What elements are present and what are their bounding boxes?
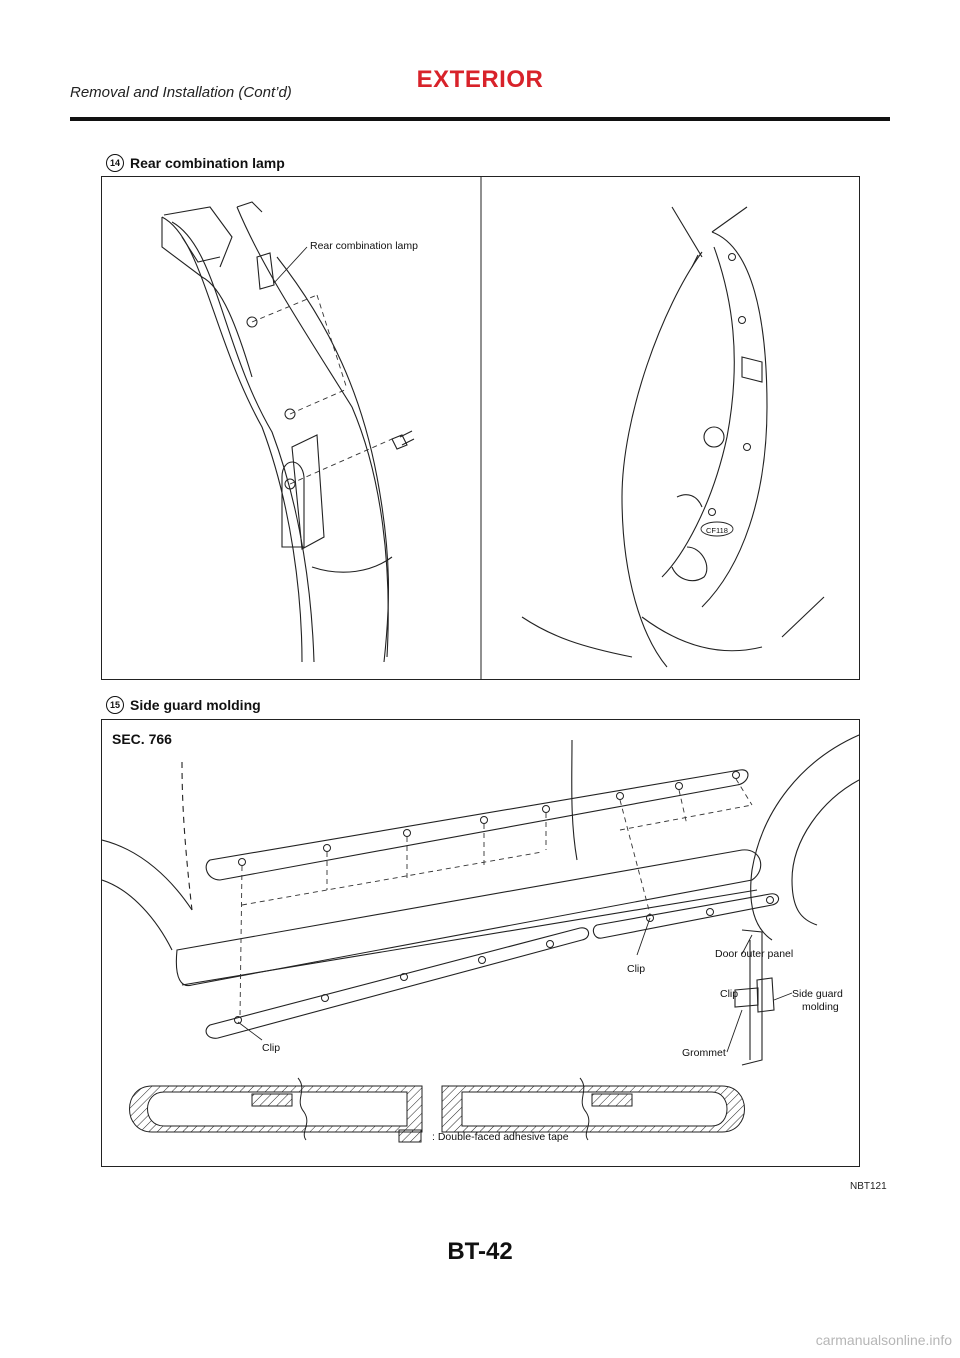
- front-wheel-arch: [102, 839, 193, 911]
- label-side-guard-1: Side guard: [792, 988, 843, 1000]
- leader-clip-lower: [237, 1021, 263, 1041]
- lamp-lens-edge: [276, 256, 390, 663]
- bulb-socket: [703, 426, 725, 448]
- step-number-badge: 14: [106, 154, 124, 172]
- lamp-socket: [741, 356, 763, 383]
- legend-swatch: [398, 1129, 422, 1143]
- bolt-hole-1: [246, 316, 258, 328]
- section-heading-rear-lamp: 14 Rear combination lamp: [106, 154, 285, 172]
- upper-bracket: [163, 206, 233, 268]
- lower-molding-rear: [592, 893, 780, 939]
- tape-section-rear: [441, 1077, 745, 1141]
- section-detail: [741, 929, 763, 1066]
- bolt-hole-3: [284, 478, 296, 490]
- upper-molding: [205, 769, 749, 881]
- rear-wheel-arch: [750, 734, 859, 941]
- grommet-detail: [756, 977, 775, 1013]
- lamp-tab: [291, 434, 325, 550]
- lamp-mount: [281, 461, 305, 548]
- leader-lamp: [273, 246, 308, 284]
- bolt-hole-2: [284, 408, 296, 420]
- section-code: SEC. 766: [112, 731, 172, 747]
- header-rule: [70, 117, 890, 121]
- label-grommet: Grommet: [682, 1047, 726, 1059]
- lamp-lower-lens: [671, 546, 708, 582]
- label-rear-combination-lamp: Rear combination lamp: [310, 240, 418, 252]
- guide-lines: [251, 294, 393, 485]
- leader-clip-upper: [636, 917, 651, 956]
- bolt: [391, 430, 415, 450]
- legend-adhesive-tape: : Double-faced adhesive tape: [432, 1131, 569, 1143]
- pillar-outer: [161, 216, 303, 663]
- vehicle-body: [102, 734, 859, 1066]
- figure-rear-combination-lamp: Rear combination lamp CF118: [101, 176, 860, 680]
- lamp-clip: [256, 252, 275, 290]
- code-badge: [700, 521, 734, 537]
- step-number-badge: 15: [106, 696, 124, 714]
- sill-panel: [175, 849, 762, 987]
- tape-section-front: [129, 1077, 423, 1141]
- door-edge-rear: [571, 739, 578, 861]
- section-heading-side-guard: 15 Side guard molding: [106, 696, 261, 714]
- label-side-guard-2: molding: [802, 1001, 839, 1013]
- page-title: EXTERIOR: [416, 66, 544, 93]
- molding-holes: [234, 771, 774, 1024]
- side-guard-illustration: SEC. 766: [102, 731, 859, 1143]
- right-panel-lamp: [521, 206, 825, 668]
- page-number: BT-42: [447, 1238, 513, 1265]
- page-subtitle: Removal and Installation (Cont’d): [70, 84, 292, 101]
- leader-door-outer: [741, 934, 753, 955]
- rear-lamp-illustration: Rear combination lamp CF118: [161, 177, 825, 679]
- bolt-holes: [246, 316, 296, 490]
- figure-code: NBT121: [850, 1181, 887, 1192]
- label-clip-lower: Clip: [262, 1042, 280, 1054]
- bracket-fold: [181, 236, 221, 263]
- lamp-outline: [236, 206, 389, 658]
- label-clip-upper: Clip: [627, 963, 645, 975]
- lamp-lens-left: [621, 251, 703, 668]
- pillar-inner: [171, 221, 315, 663]
- rear-holes: [708, 253, 751, 516]
- section-title: Side guard molding: [130, 697, 261, 713]
- watermark: carmanualsonline.info: [815, 1332, 952, 1348]
- clip-detail: [734, 987, 759, 1008]
- door-edge-front: [181, 761, 193, 911]
- molding-guides: [239, 778, 753, 1017]
- label-clip-detail: Clip: [720, 988, 738, 1000]
- left-panel-body: [161, 201, 393, 663]
- lower-molding-front: [205, 927, 590, 1039]
- section-title: Rear combination lamp: [130, 155, 285, 171]
- screwdriver: [671, 206, 703, 258]
- lamp-housing-back: [701, 231, 768, 608]
- label-door-outer-panel: Door outer panel: [715, 948, 793, 960]
- label-cf118: CF118: [706, 526, 728, 535]
- figure-side-guard-molding: SEC. 766: [101, 719, 860, 1167]
